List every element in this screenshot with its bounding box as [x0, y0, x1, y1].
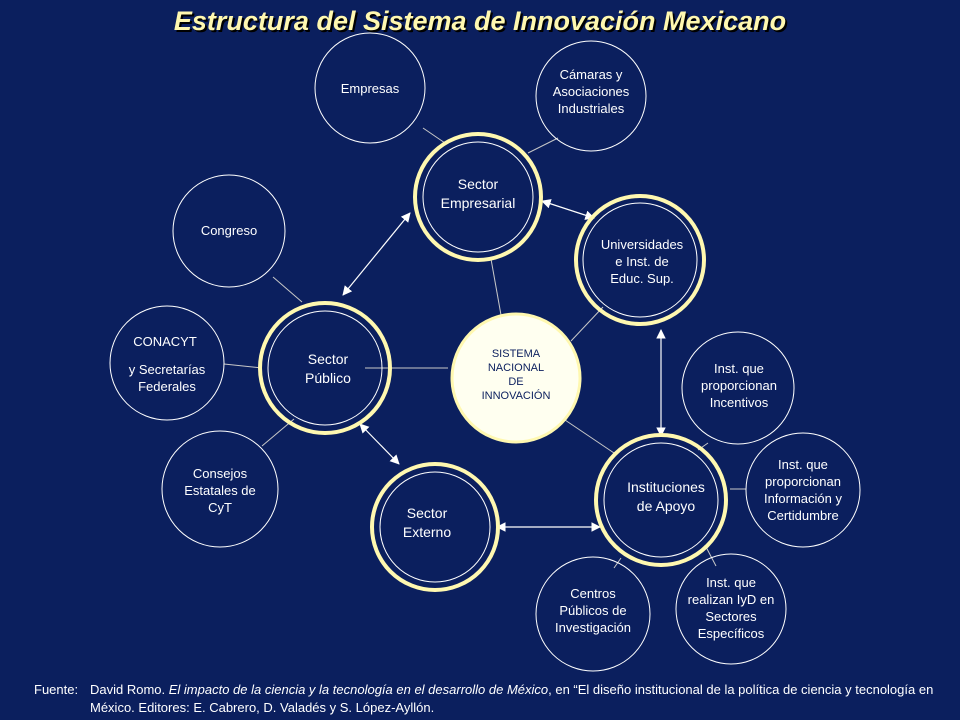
node-center-label: SISTEMA NACIONAL DE INNOVACIÓN: [481, 348, 551, 402]
node-iyd-label: Inst. que realizan IyD en Sectores Espec…: [687, 575, 775, 641]
line-center-instituciones: [564, 419, 618, 456]
node-incentivos-circle: [681, 331, 795, 445]
node-universidades-inner: [582, 202, 698, 318]
sector-nodes: [258, 132, 728, 592]
node-sector-empresarial-inner: [422, 141, 534, 253]
line-sector-empresarial-center: [490, 258, 502, 316]
node-consejos-circle: [161, 430, 279, 548]
node-iyd-circle: [675, 553, 787, 665]
line-universidades-center: [570, 306, 604, 342]
node-incentivos-label: Inst. que proporcionan Incentivos: [701, 360, 777, 410]
node-sector-externo-inner: [379, 471, 491, 583]
outer-nodes: [109, 32, 861, 672]
node-informacion-circle: [745, 432, 861, 548]
arrows: [342, 199, 666, 532]
node-centros-label: Centros Públicos de Investigación: [555, 585, 631, 635]
node-camaras-circle: [535, 40, 647, 152]
node-informacion-label: Inst. que proporcionan Información y Cer…: [763, 457, 843, 523]
node-instituciones-label: Instituciones de Apoyo: [627, 479, 705, 514]
node-center-circle: [450, 312, 582, 444]
footer-rest: , en “El diseño institucional de la polí…: [90, 682, 934, 715]
node-empresas-label: Empresas: [340, 80, 400, 96]
page-title: Estructura del Sistema de Innovación Mex…: [173, 6, 787, 36]
node-centros-circle: [535, 556, 651, 672]
node-sector-publico-inner: [267, 310, 383, 426]
connector-lines: [223, 127, 746, 569]
footer-book-title: El impacto de la ciencia y la tecnología…: [168, 682, 549, 697]
node-sector-externo-outer: [370, 462, 500, 592]
node-sector-publico-label: Sector Público: [305, 351, 351, 386]
node-conacyt-circle: [109, 305, 225, 421]
line-conacyt-sector-publico: [223, 363, 263, 369]
line-camaras-sector-empresarial: [527, 137, 559, 154]
node-congreso-circle: [172, 174, 286, 288]
node-sector-externo-label: Sector Externo: [402, 505, 452, 540]
arrow-empresarial-universidades: [541, 199, 595, 220]
node-camaras-label: Cámaras y Asociaciones Industriales: [552, 66, 630, 116]
node-empresas-circle: [314, 32, 426, 144]
arrow-empresarial-publico: [342, 212, 411, 296]
footer-author: David Romo.: [90, 682, 169, 697]
node-instituciones-outer: [594, 433, 728, 567]
node-sector-empresarial-label: Sector Empresarial: [440, 176, 516, 211]
arrow-publico-externo: [359, 423, 400, 465]
node-conacyt-label-2: y Secretarías Federales: [128, 362, 206, 394]
footer-citation: David Romo. El impacto de la ciencia y l…: [90, 681, 934, 717]
footer-label: Fuente:: [34, 682, 79, 697]
node-sector-publico-outer: [258, 301, 392, 435]
node-congreso-label: Congreso: [200, 222, 258, 238]
line-congreso-sector-publico: [272, 276, 303, 303]
line-centros-instituciones: [613, 557, 622, 569]
source-footer: Fuente: David Romo. El impacto de la cie…: [34, 681, 934, 717]
node-sector-empresarial-outer: [413, 132, 543, 262]
node-universidades-outer: [574, 194, 706, 326]
node-conacyt-label-1: CONACYT: [133, 333, 197, 349]
node-consejos-label: Consejos Estatales de CyT: [184, 465, 256, 515]
node-instituciones-inner: [603, 442, 719, 558]
node-universidades-label: Universidades e Inst. de Educ. Sup.: [600, 236, 684, 286]
line-empresas-sector-empresarial: [422, 127, 446, 144]
